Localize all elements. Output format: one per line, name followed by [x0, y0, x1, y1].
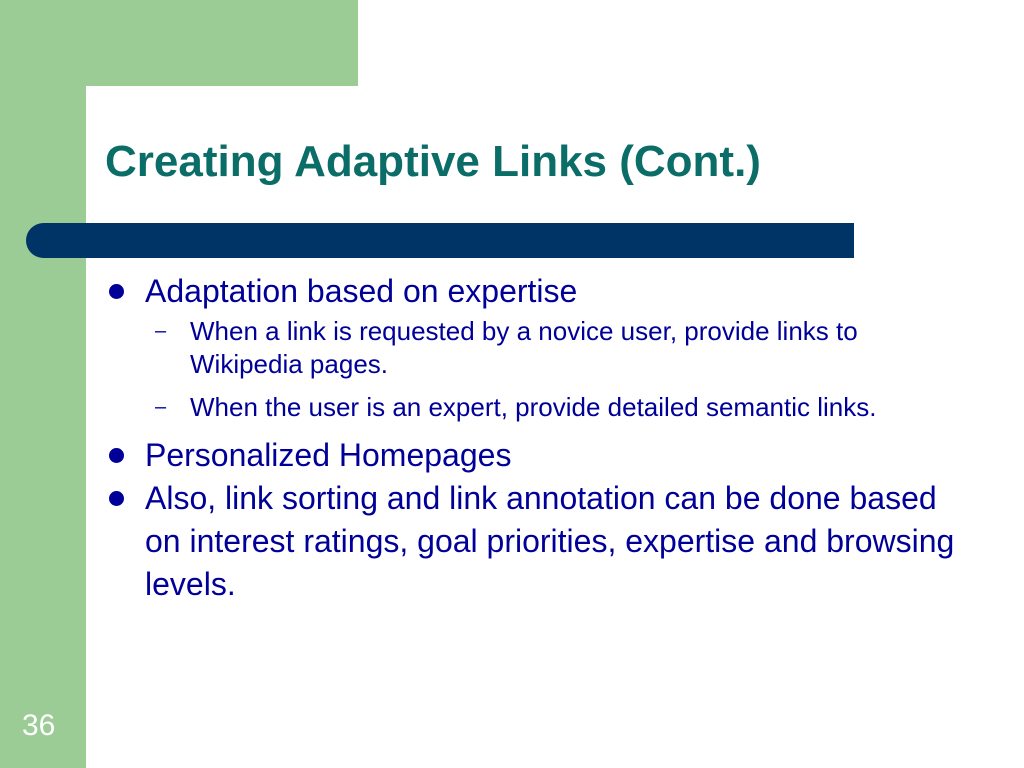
bullet-dot-icon — [109, 448, 124, 463]
sub-bullet-item: – When a link is requested by a novice u… — [105, 315, 965, 381]
dash-marker-icon: – — [155, 320, 167, 342]
green-frame-top — [0, 0, 358, 86]
bullet-text: Also, link sorting and link annotation c… — [145, 480, 955, 602]
bullet-item: Also, link sorting and link annotation c… — [105, 477, 965, 606]
sub-bullet-item: – When the user is an expert, provide de… — [105, 391, 965, 424]
rounded-corner-decoration — [86, 86, 206, 206]
dash-marker-icon: – — [155, 396, 167, 418]
bullet-item: Personalized Homepages — [105, 434, 965, 477]
sub-bullet-text: When the user is an expert, provide deta… — [190, 392, 877, 422]
title-underline-bar — [26, 223, 854, 258]
page-number: 36 — [22, 709, 56, 742]
sub-bullet-text: When a link is requested by a novice use… — [190, 316, 858, 379]
bullet-dot-icon — [109, 491, 124, 506]
slide-body: Adaptation based on expertise – When a l… — [105, 270, 965, 606]
bullet-item: Adaptation based on expertise — [105, 270, 965, 313]
bullet-text: Adaptation based on expertise — [145, 273, 578, 309]
green-frame-left — [0, 0, 86, 768]
slide-title: Creating Adaptive Links (Cont.) — [105, 137, 761, 186]
bullet-text: Personalized Homepages — [145, 437, 512, 473]
bullet-dot-icon — [109, 284, 124, 299]
